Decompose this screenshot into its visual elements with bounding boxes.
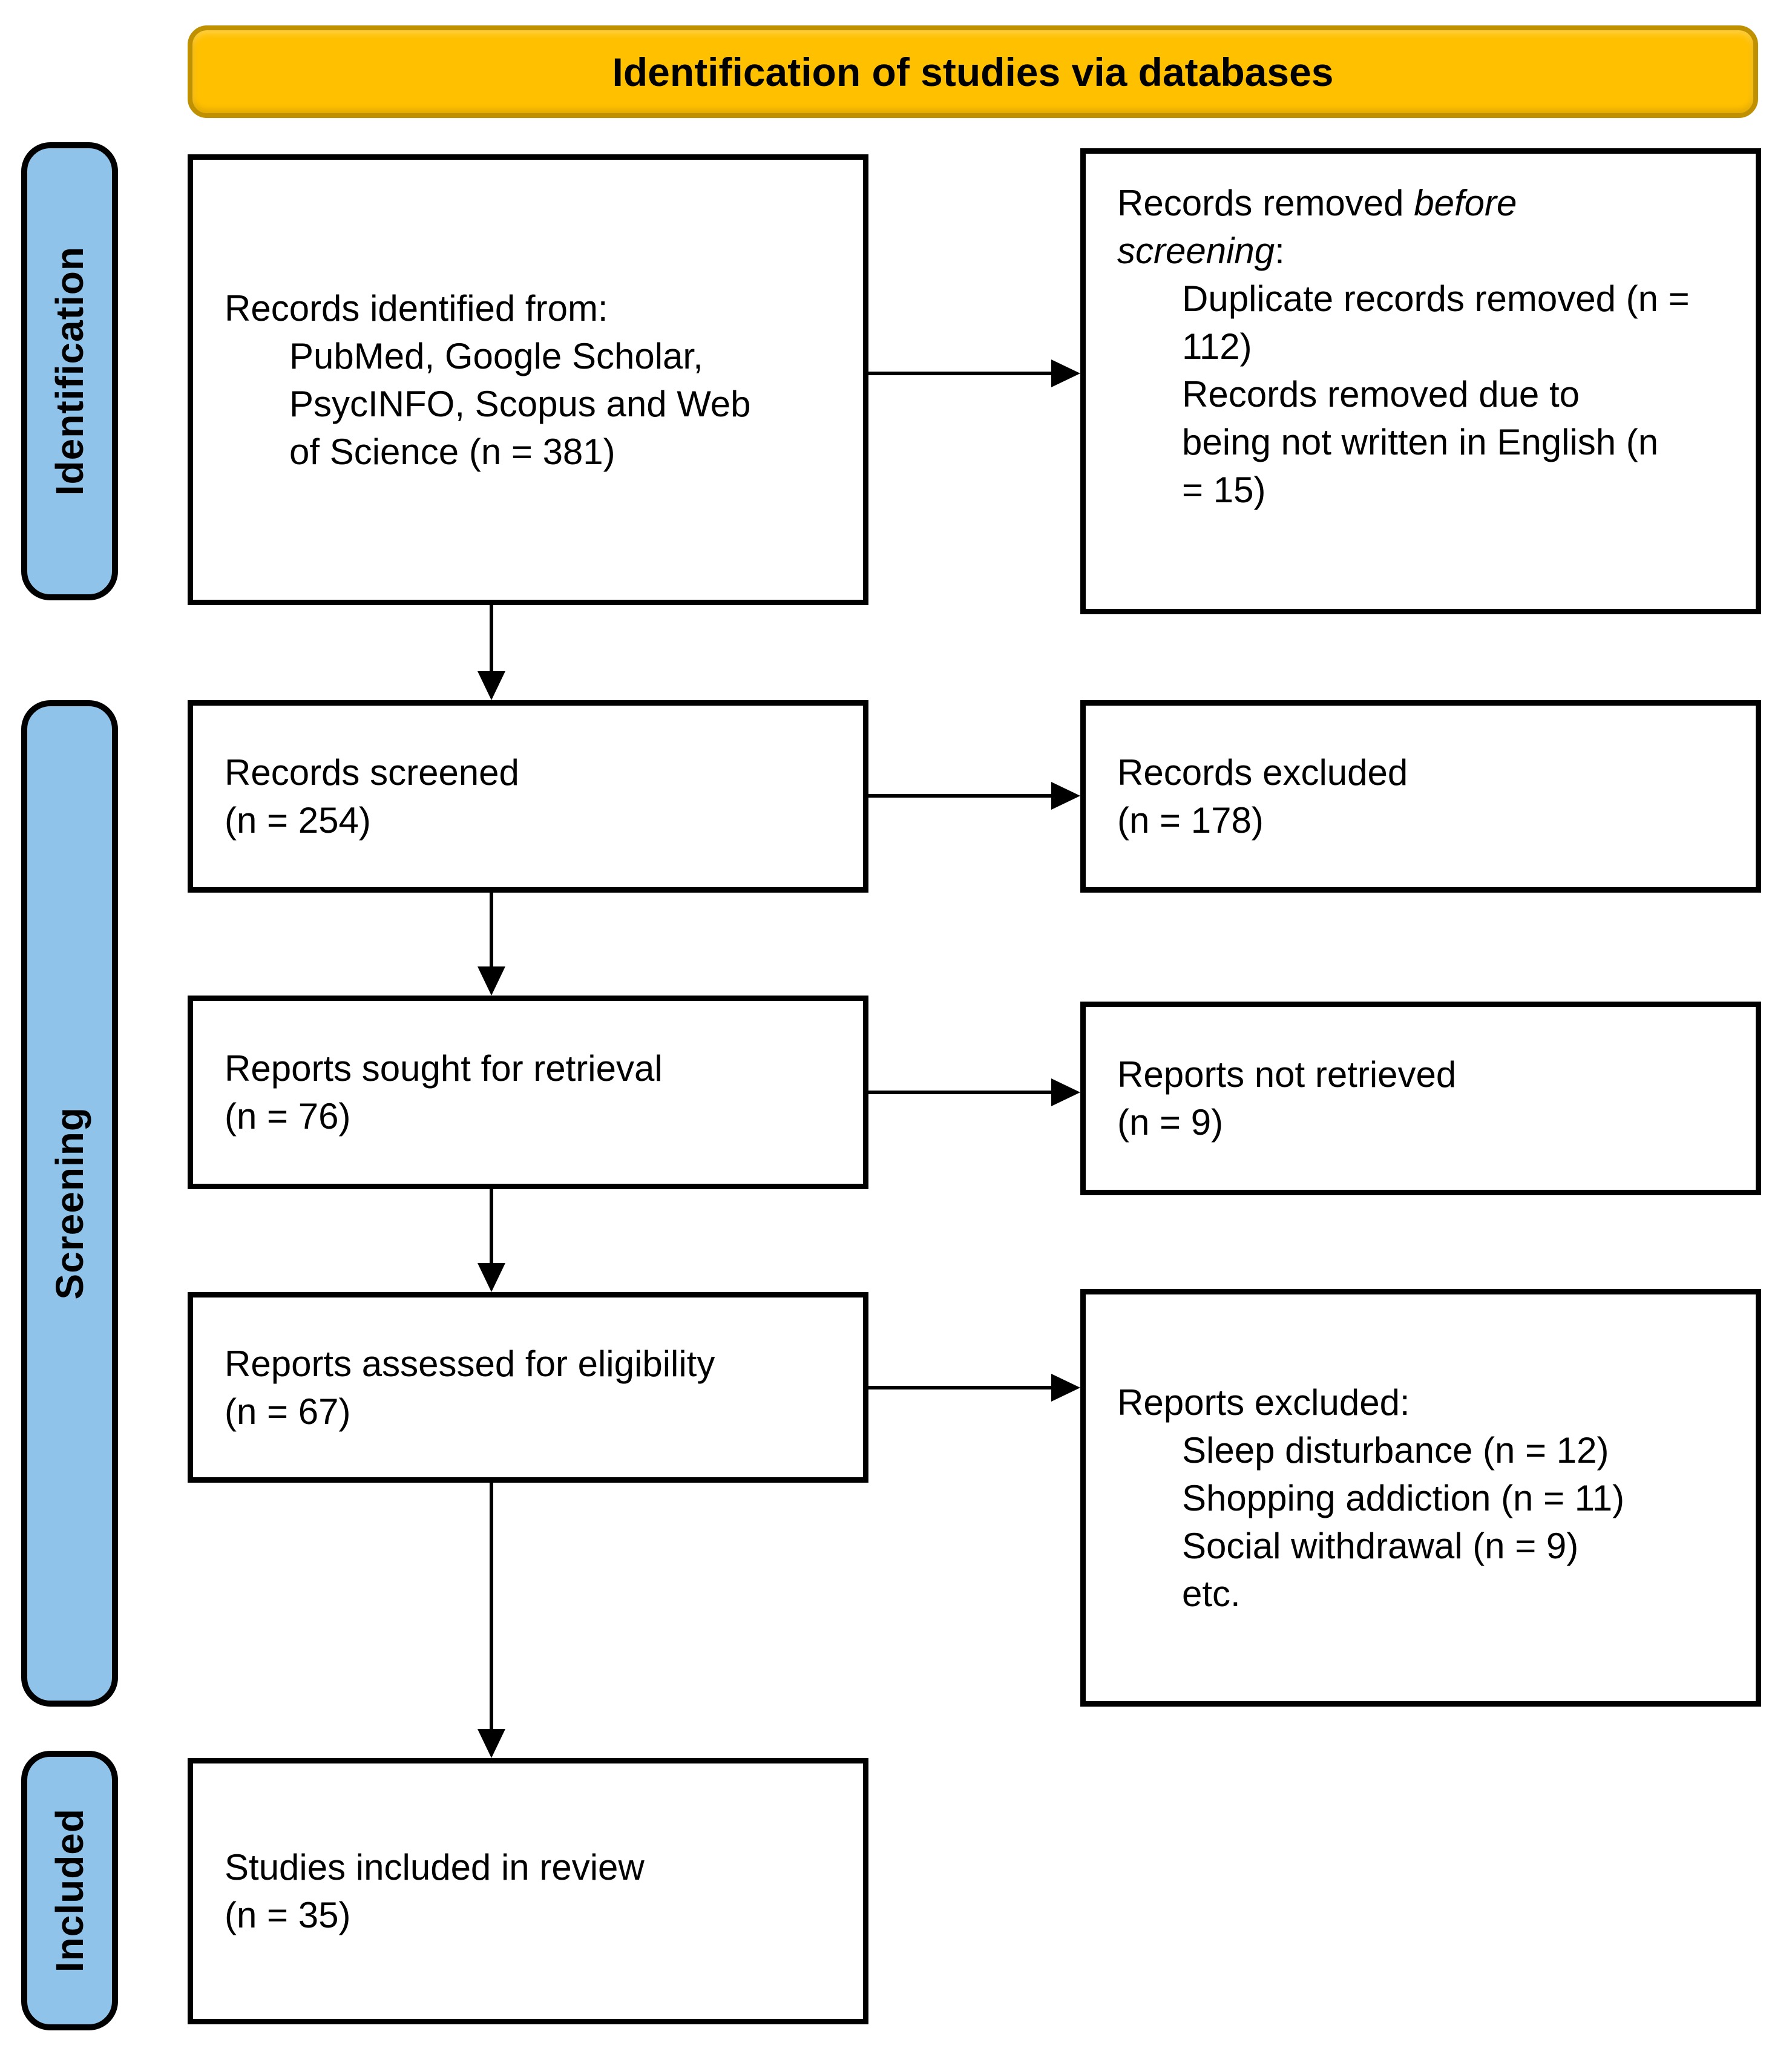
arrowhead-right-icon [1051,1078,1080,1106]
arrow-assessed-to-reports-excluded [868,1386,1052,1389]
arrow-sought-to-assessed [490,1189,493,1264]
records-excluded-line: Records excluded [1117,752,1408,793]
header-banner: Identification of studies via databases [188,25,1758,118]
phase-label-identification: Identification [21,142,118,600]
flow-box-records-identified: Records identified from: PubMed, Google … [188,154,868,605]
arrowhead-right-icon [1051,1374,1080,1402]
phase-label-screening-text: Screening [48,1107,91,1300]
reports-not-retrieved-count: (n = 9) [1117,1102,1224,1143]
arrow-identified-to-screened [490,605,493,673]
reports-assessed-count: (n = 67) [225,1391,351,1432]
phase-label-included-text: Included [48,1808,91,1973]
records-removed-item: Records removed due to [1182,374,1580,415]
records-screened-count: (n = 254) [225,800,371,841]
records-identified-line: PubMed, Google Scholar, [289,335,703,376]
reports-sought-count: (n = 76) [225,1096,351,1137]
header-title: Identification of studies via databases [612,49,1334,94]
flow-box-records-screened: Records screened (n = 254) [188,700,868,893]
records-removed-title-italic: before [1414,183,1517,223]
flow-box-reports-assessed: Reports assessed for eligibility (n = 67… [188,1292,868,1483]
phase-label-identification-text: Identification [48,246,91,496]
arrow-identified-to-removed [868,372,1052,375]
reports-not-retrieved-line: Reports not retrieved [1117,1054,1457,1095]
records-screened-line: Records screened [225,752,519,793]
reports-assessed-line: Reports assessed for eligibility [225,1343,715,1384]
studies-included-line: Studies included in review [225,1847,645,1888]
studies-included-count: (n = 35) [225,1895,351,1935]
reports-excluded-item: Shopping addiction (n = 11) [1182,1477,1625,1518]
records-removed-title-colon: : [1275,231,1285,271]
records-removed-item: Duplicate records removed (n = [1182,278,1690,319]
reports-sought-line: Reports sought for retrieval [225,1048,663,1089]
records-removed-title-line2: screening: [1117,227,1738,275]
records-identified-line: PsycINFO, Scopus and Web [289,383,751,424]
records-removed-title-italic: screening [1117,231,1275,271]
flow-box-reports-not-retrieved: Reports not retrieved (n = 9) [1080,1002,1761,1195]
arrow-assessed-to-included [490,1483,493,1730]
reports-excluded-title: Reports excluded: [1117,1382,1410,1423]
arrow-screened-to-excluded [868,794,1052,798]
arrow-screened-to-sought [490,893,493,968]
records-removed-title-line1: Records removed before [1117,179,1738,227]
flow-box-records-excluded: Records excluded (n = 178) [1080,700,1761,893]
records-excluded-count: (n = 178) [1117,800,1264,841]
arrowhead-right-icon [1051,782,1080,810]
arrowhead-right-icon [1051,359,1080,387]
records-identified-line: of Science (n = 381) [289,431,615,472]
arrowhead-down-icon [478,671,505,700]
flow-box-records-removed: Records removed before screening: Duplic… [1080,148,1761,614]
reports-excluded-item: Sleep disturbance (n = 12) [1182,1429,1609,1471]
arrow-sought-to-not-retrieved [868,1091,1052,1094]
records-identified-line: Records identified from: [225,287,608,329]
reports-excluded-item: Social withdrawal (n = 9) [1182,1525,1579,1566]
records-removed-item: being not written in English (n [1182,422,1659,462]
arrowhead-down-icon [478,966,505,996]
flow-box-reports-excluded: Reports excluded: Sleep disturbance (n =… [1080,1289,1761,1707]
records-removed-item: = 15) [1182,470,1266,510]
flow-box-reports-sought: Reports sought for retrieval (n = 76) [188,996,868,1189]
arrowhead-down-icon [478,1263,505,1292]
reports-excluded-item: etc. [1182,1573,1241,1614]
arrowhead-down-icon [478,1729,505,1758]
flow-box-studies-included: Studies included in review (n = 35) [188,1758,868,2024]
phase-label-included: Included [21,1751,118,2030]
records-removed-item: 112) [1182,326,1252,367]
records-removed-title-regular: Records removed [1117,183,1414,223]
phase-label-screening: Screening [21,700,118,1707]
